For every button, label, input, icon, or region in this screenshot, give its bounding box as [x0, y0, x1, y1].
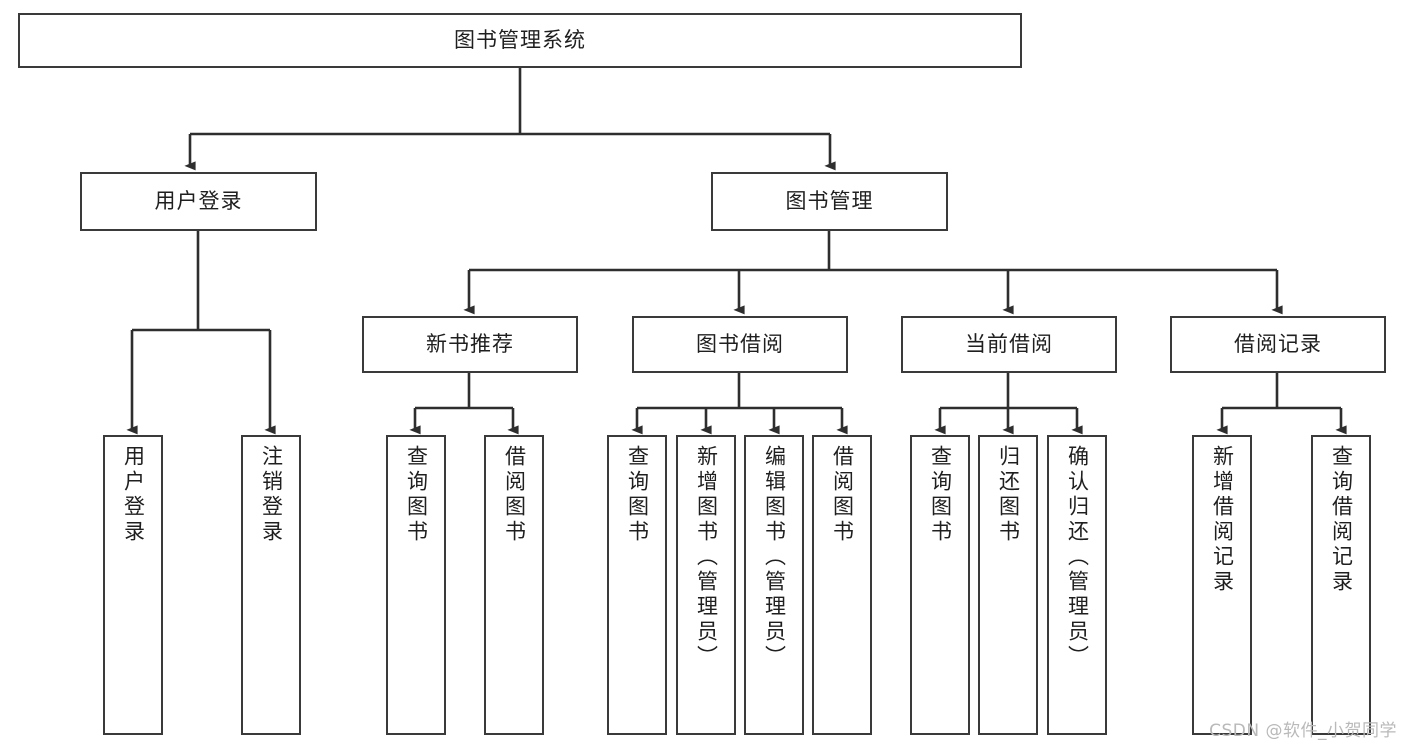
node-label: 新书推荐	[426, 331, 514, 356]
node-label: 注销登录	[259, 445, 284, 545]
node-leaf-confirm-return-admin[interactable]: 确认归还（管理员）	[1047, 435, 1107, 735]
node-label: 用户登录	[154, 188, 243, 213]
node-label: 新增借阅记录	[1210, 445, 1235, 595]
node-label: 借阅图书	[830, 445, 855, 545]
node-label: 用户登录	[121, 445, 146, 545]
node-book-borrow[interactable]: 图书借阅	[632, 316, 848, 373]
node-new-book-recommend[interactable]: 新书推荐	[362, 316, 578, 373]
node-leaf-add-book-admin[interactable]: 新增图书（管理员）	[676, 435, 736, 735]
node-label: 查询图书	[404, 445, 429, 545]
node-leaf-user-login[interactable]: 用户登录	[103, 435, 163, 735]
node-label: 归还图书	[996, 445, 1021, 545]
node-label: 图书管理系统	[454, 27, 586, 52]
node-label: 查询图书	[625, 445, 650, 545]
node-borrow-record[interactable]: 借阅记录	[1170, 316, 1386, 373]
node-label: 查询图书	[928, 445, 953, 545]
node-label: 新增图书（管理员）	[694, 445, 719, 670]
node-leaf-edit-book-admin[interactable]: 编辑图书（管理员）	[744, 435, 804, 735]
watermark: CSDN @软件_小贺同学	[1209, 721, 1397, 741]
node-label: 当前借阅	[965, 331, 1053, 356]
node-book-management[interactable]: 图书管理	[711, 172, 948, 231]
node-root-book-management-system[interactable]: 图书管理系统	[18, 13, 1022, 68]
node-leaf-query-book-borrow[interactable]: 查询图书	[607, 435, 667, 735]
node-leaf-borrow-book[interactable]: 借阅图书	[812, 435, 872, 735]
node-leaf-borrow-book-recommend[interactable]: 借阅图书	[484, 435, 544, 735]
node-leaf-return-book[interactable]: 归还图书	[978, 435, 1038, 735]
node-label: 借阅图书	[502, 445, 527, 545]
node-label: 图书管理	[785, 188, 874, 213]
node-leaf-query-borrow-record[interactable]: 查询借阅记录	[1311, 435, 1371, 735]
node-leaf-query-book-recommend[interactable]: 查询图书	[386, 435, 446, 735]
node-label: 查询借阅记录	[1329, 445, 1354, 595]
node-label: 借阅记录	[1234, 331, 1322, 356]
node-label: 图书借阅	[696, 331, 784, 356]
node-label: 确认归还（管理员）	[1065, 445, 1090, 670]
node-leaf-query-book-current[interactable]: 查询图书	[910, 435, 970, 735]
node-label: 编辑图书（管理员）	[762, 445, 787, 670]
node-leaf-logout[interactable]: 注销登录	[241, 435, 301, 735]
node-leaf-add-borrow-record[interactable]: 新增借阅记录	[1192, 435, 1252, 735]
node-user-login[interactable]: 用户登录	[80, 172, 317, 231]
node-current-borrow[interactable]: 当前借阅	[901, 316, 1117, 373]
